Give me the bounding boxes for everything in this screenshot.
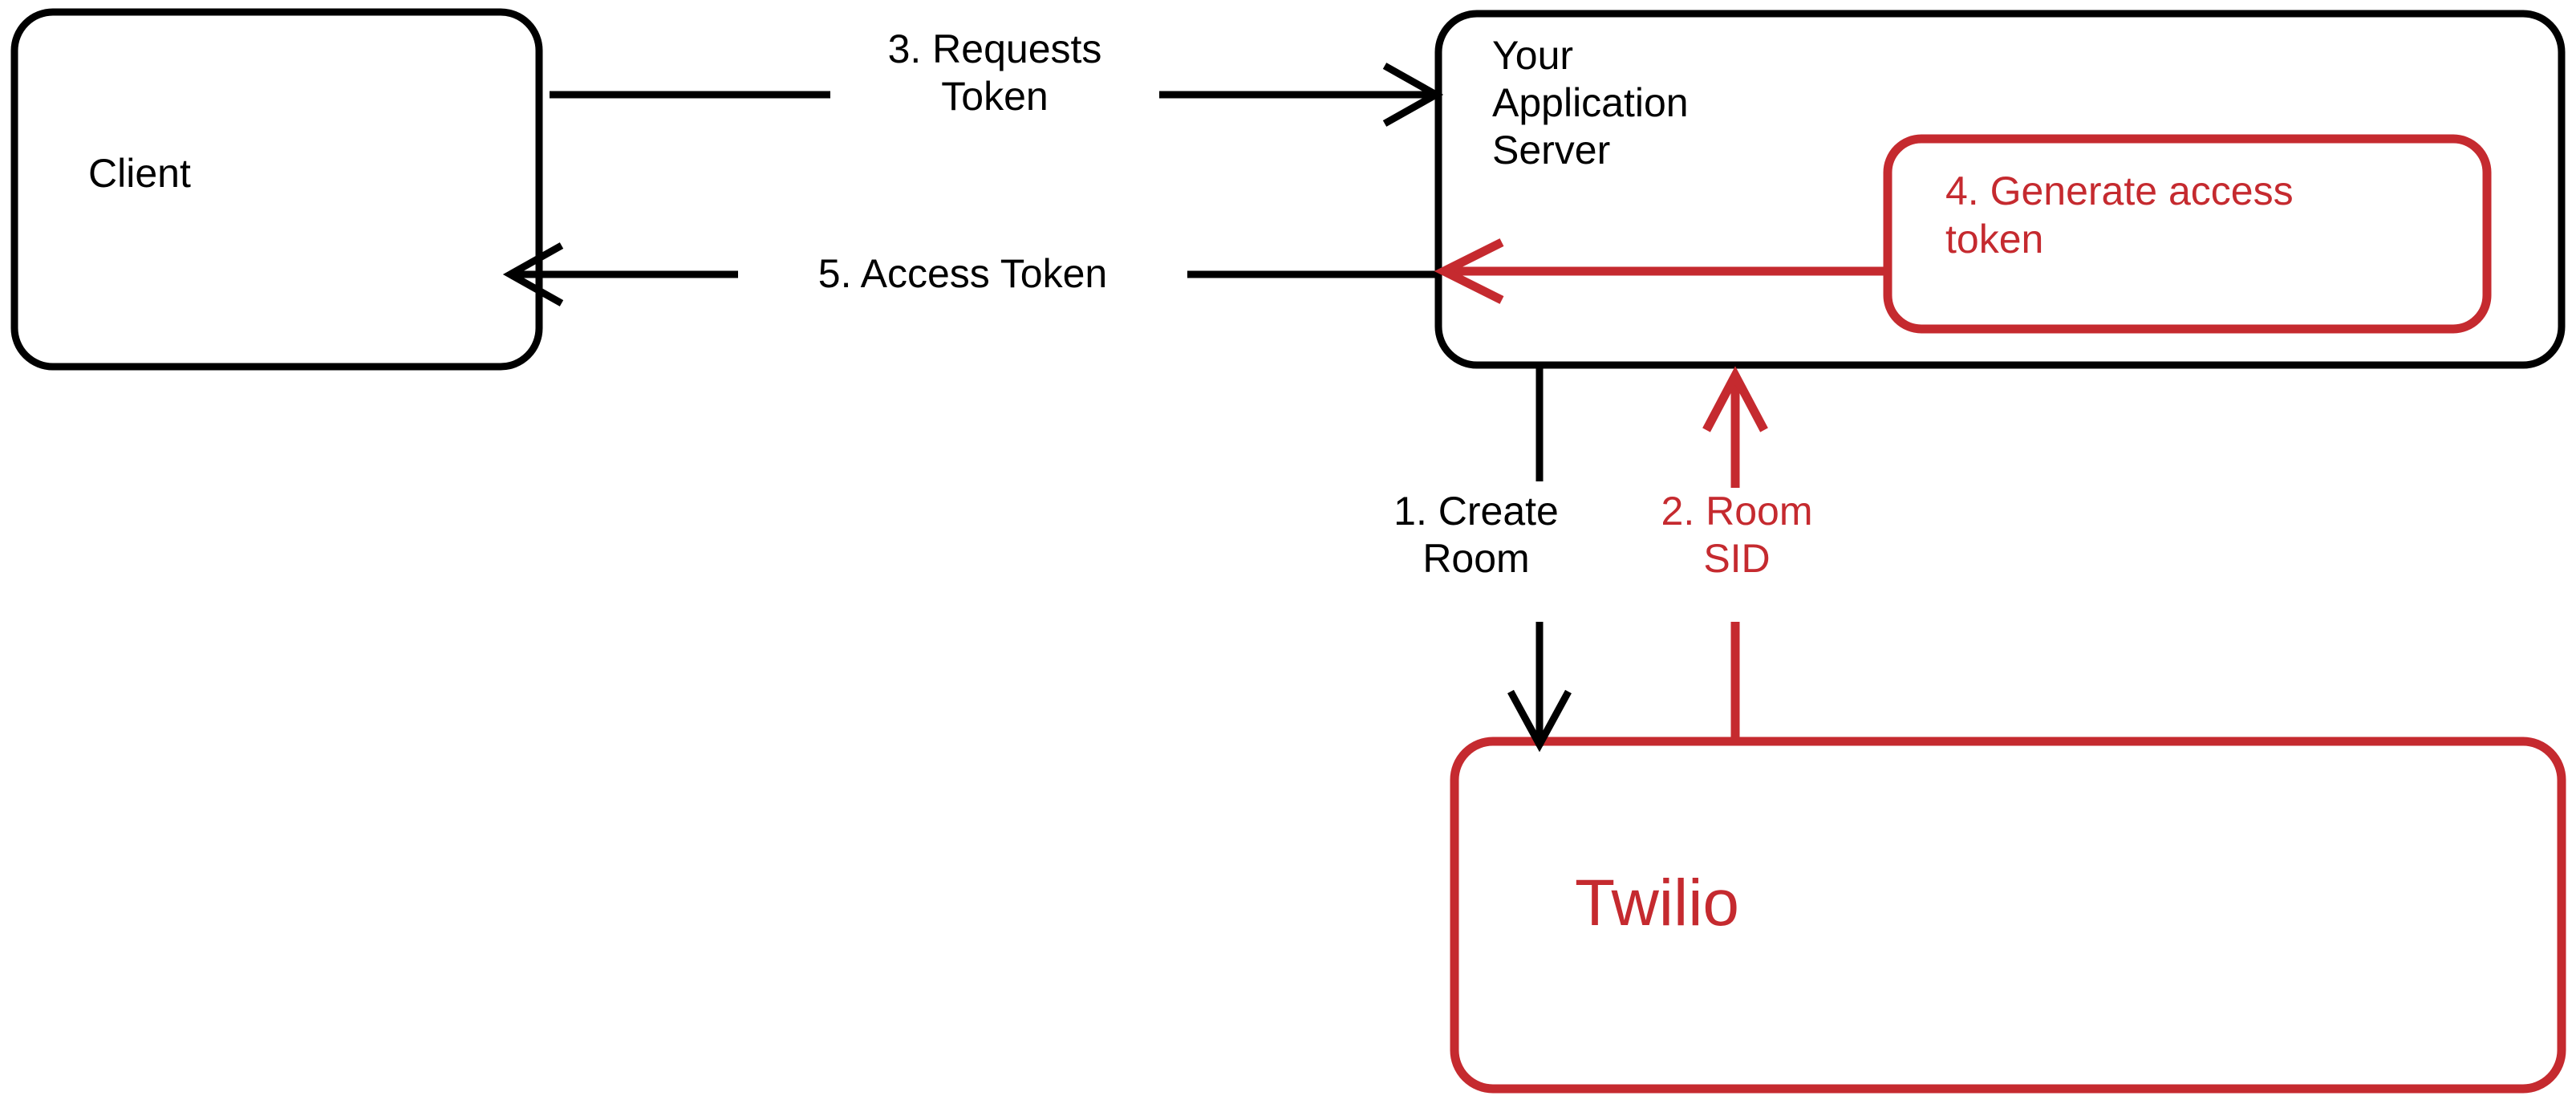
edge-generate-token-arrowhead <box>1434 238 1504 304</box>
generate-token-callout-box[interactable] <box>1883 134 2492 334</box>
edge-label-room-sid: 2. Room SID <box>1661 489 1813 581</box>
client-box-label: Client <box>88 151 191 196</box>
edge-access-token-arrowhead <box>502 242 564 306</box>
edge-create-room-arrowhead <box>1507 689 1572 753</box>
app-server-box-label: Your Application Server <box>1492 33 1689 172</box>
edge-requests-token-arrowhead <box>1382 63 1444 127</box>
edge-label-requests-token: 3. Requests Token <box>887 26 1102 119</box>
edge-label-access-token: 5. Access Token <box>738 250 1187 298</box>
twilio-box-label: Twilio <box>1575 867 1740 940</box>
generate-token-callout-label: 4. Generate access token <box>1945 168 2294 262</box>
edge-room-sid-arrowhead <box>1702 366 1768 432</box>
client-box[interactable] <box>10 8 543 371</box>
twilio-box[interactable] <box>1450 737 2566 1094</box>
edge-label-create-room: 1. Create Room <box>1393 489 1559 581</box>
